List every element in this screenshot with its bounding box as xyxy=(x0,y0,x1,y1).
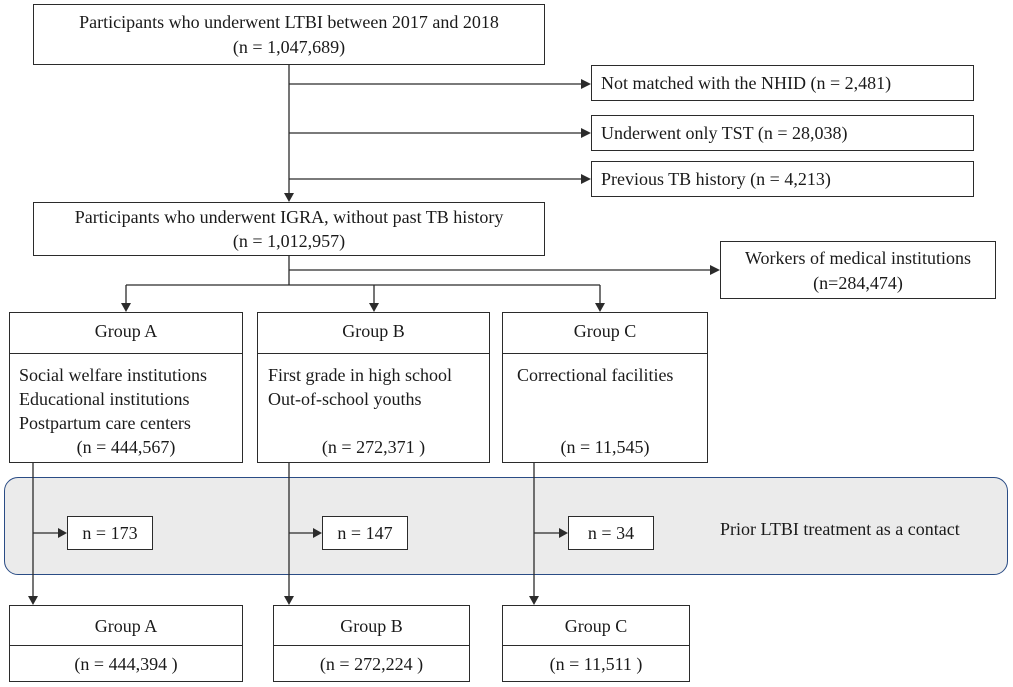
workers-line2: (n=284,474) xyxy=(813,273,903,293)
final-group-c-box: Group C (n = 11,511 ) xyxy=(502,605,690,682)
prior-count-b: n = 147 xyxy=(322,516,408,550)
arrow-to-workers xyxy=(710,265,720,275)
group-a-n: (n = 444,567) xyxy=(76,437,176,457)
exclusion-label-1: Not matched with the NHID (n = 2,481) xyxy=(601,73,892,93)
final-group-a-n: (n = 444,394 ) xyxy=(74,654,178,674)
arrow-to-final-b xyxy=(284,596,294,605)
igra-line2: (n = 1,012,957) xyxy=(232,231,346,251)
arrow-exclusion-2 xyxy=(581,128,591,138)
arrow-to-group-a xyxy=(121,303,131,312)
exclusion-label-3: Previous TB history (n = 4,213) xyxy=(601,169,831,189)
exclusion-box-1: Not matched with the NHID (n = 2,481) xyxy=(591,65,974,101)
group-a-box: Group A Social welfare institutions Educ… xyxy=(9,312,243,463)
prior-treatment-band xyxy=(4,477,1008,575)
prior-count-c: n = 34 xyxy=(568,516,654,550)
arrow-to-group-c xyxy=(595,303,605,312)
group-a-line1: Social welfare institutions xyxy=(19,365,207,385)
exclusion-box-2: Underwent only TST (n = 28,038) xyxy=(591,115,974,151)
final-group-a-title: Group A xyxy=(94,616,158,636)
group-c-title: Group C xyxy=(573,321,637,341)
group-a-line2: Educational institutions xyxy=(19,389,190,409)
group-a-title: Group A xyxy=(94,321,158,341)
group-b-title: Group B xyxy=(342,321,405,341)
arrow-prior-b xyxy=(313,528,322,538)
group-c-line1: Correctional facilities xyxy=(517,365,674,385)
final-group-c-n: (n = 11,511 ) xyxy=(549,654,643,674)
group-b-box: Group B First grade in high school Out-o… xyxy=(257,312,490,463)
arrow-exclusion-1 xyxy=(581,79,591,89)
group-b-line1: First grade in high school xyxy=(268,365,452,385)
arrow-to-igra xyxy=(284,193,294,202)
group-b-line2: Out-of-school youths xyxy=(268,389,422,409)
igra-box: Participants who underwent IGRA, without… xyxy=(33,202,545,256)
group-a-line3: Postpartum care centers xyxy=(19,413,191,433)
group-c-box: Group C Correctional facilities (n = 11,… xyxy=(502,312,708,463)
workers-line1: Workers of medical institutions xyxy=(744,248,971,268)
prior-treatment-label: Prior LTBI treatment as a contact xyxy=(720,519,960,539)
prior-count-c-label: n = 34 xyxy=(587,523,635,543)
arrow-to-group-b xyxy=(369,303,379,312)
group-b-n: (n = 272,371 ) xyxy=(321,437,426,457)
final-group-b-title: Group B xyxy=(340,616,403,636)
igra-line1: Participants who underwent IGRA, without… xyxy=(74,207,504,227)
start-box: Participants who underwent LTBI between … xyxy=(33,4,545,65)
arrow-exclusion-3 xyxy=(581,174,591,184)
start-line2: (n = 1,047,689) xyxy=(232,37,346,57)
group-c-n: (n = 11,545) xyxy=(560,437,650,457)
arrow-prior-a xyxy=(58,528,67,538)
arrow-to-final-a xyxy=(28,596,38,605)
final-group-b-n: (n = 272,224 ) xyxy=(319,654,424,674)
prior-count-a: n = 173 xyxy=(67,516,153,550)
start-line1: Participants who underwent LTBI between … xyxy=(79,12,499,32)
final-group-a-box: Group A (n = 444,394 ) xyxy=(9,605,243,682)
final-group-b-box: Group B (n = 272,224 ) xyxy=(273,605,470,682)
prior-count-b-label: n = 147 xyxy=(337,523,393,543)
arrow-prior-c xyxy=(559,528,568,538)
workers-box: Workers of medical institutions (n=284,4… xyxy=(720,241,996,299)
prior-count-a-label: n = 173 xyxy=(82,523,138,543)
arrow-to-final-c xyxy=(529,596,539,605)
exclusion-box-3: Previous TB history (n = 4,213) xyxy=(591,161,974,197)
final-group-c-title: Group C xyxy=(564,616,628,636)
exclusion-label-2: Underwent only TST (n = 28,038) xyxy=(601,123,848,143)
